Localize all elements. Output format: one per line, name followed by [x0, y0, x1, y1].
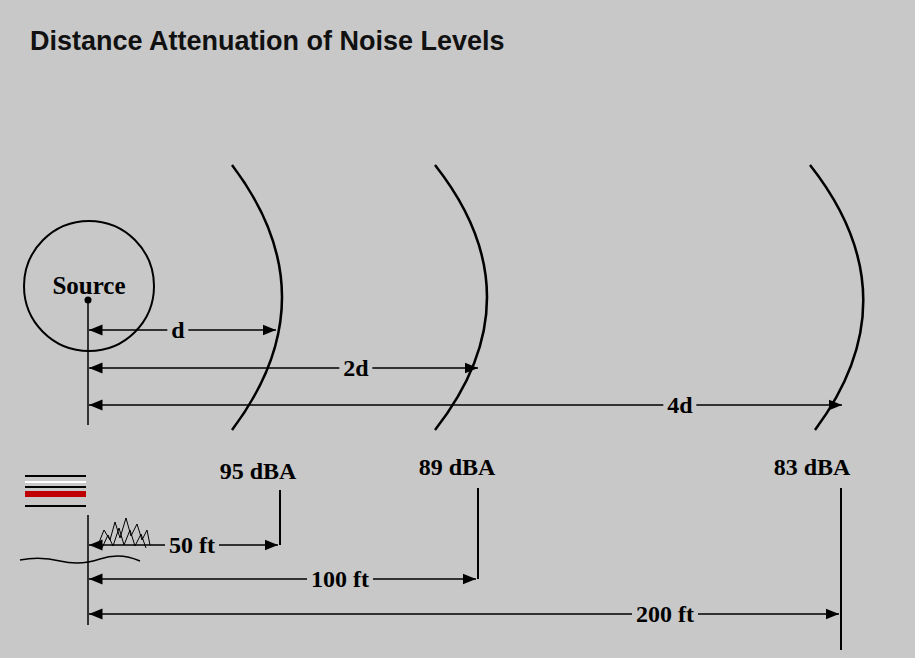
noise-level: 95 dBA [216, 458, 301, 484]
distance-label: 50 ft [165, 532, 219, 558]
dimension-label: 4d [663, 392, 696, 418]
leader-line [477, 488, 479, 579]
source-label: Source [25, 272, 153, 300]
wavefront-arc [232, 165, 282, 430]
dimension-label: 2d [339, 355, 372, 381]
diagram-title: Distance Attenuation of Noise Levels [30, 26, 505, 57]
noise-level: 89 dBA [415, 454, 500, 480]
noise-level: 83 dBA [770, 454, 855, 480]
leader-line [840, 488, 842, 650]
source-circle: Source [23, 220, 155, 352]
road-illustration [20, 476, 150, 563]
wavefront-arc [435, 165, 487, 430]
datum-line [87, 515, 89, 625]
datum-line [87, 300, 89, 425]
distance-label: 100 ft [307, 566, 373, 592]
dimension-label: d [167, 317, 188, 343]
dimension-line [89, 404, 842, 406]
dimension-line [89, 613, 839, 615]
wavefront-arc [810, 165, 863, 430]
leader-line [279, 490, 281, 545]
dimension-line [89, 367, 478, 369]
distance-label: 200 ft [632, 601, 698, 627]
dimension-line [89, 578, 476, 580]
